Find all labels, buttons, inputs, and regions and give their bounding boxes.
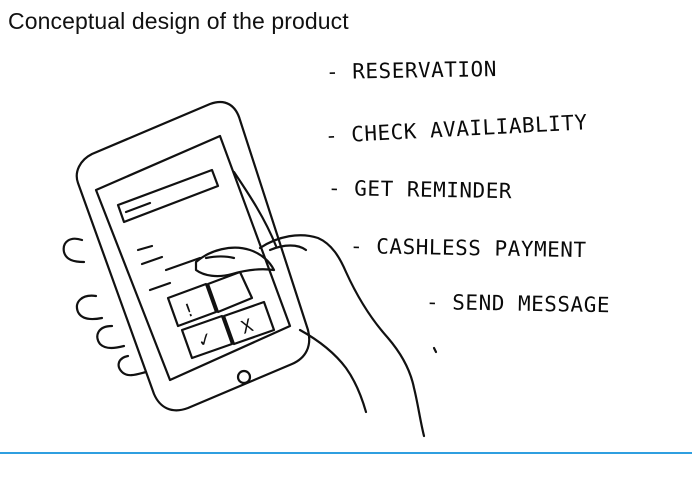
hand-finger: [96, 324, 126, 350]
feature-get-reminder: - GET REMINDER: [327, 176, 513, 204]
hand-outline: [258, 234, 426, 438]
screen-top-field: [116, 168, 220, 224]
screen-text-line: [140, 255, 164, 266]
phone-body-outline: [75, 100, 311, 412]
bottom-divider: [0, 452, 692, 454]
hand-finger: [62, 237, 86, 264]
screen-text-line: [164, 256, 202, 272]
check-mark: ✓: [195, 328, 216, 353]
slide-title: Conceptual design of the product: [8, 8, 349, 34]
feature-reservation: - RESERVATION: [325, 57, 498, 84]
phone-home-button: [236, 369, 252, 385]
warning-mark: !: [181, 299, 198, 322]
feature-cashless-payment: - CASHLESS PAYMENT: [349, 234, 587, 263]
hand-finger: [75, 294, 104, 321]
hand-finger: [117, 354, 148, 377]
screen-button-warning: [166, 282, 218, 328]
screen-button-check: [180, 314, 234, 360]
feature-send-message: - SEND MESSAGE: [425, 290, 611, 318]
screen-button-top-right: [206, 270, 254, 314]
hand-thumb: [194, 246, 276, 278]
phone-screen-outline: [94, 134, 292, 382]
screen-text-line: [136, 244, 154, 252]
screen-text-line: [148, 281, 172, 292]
screen-button-cross: [222, 300, 276, 346]
cross-mark: X: [239, 315, 257, 338]
